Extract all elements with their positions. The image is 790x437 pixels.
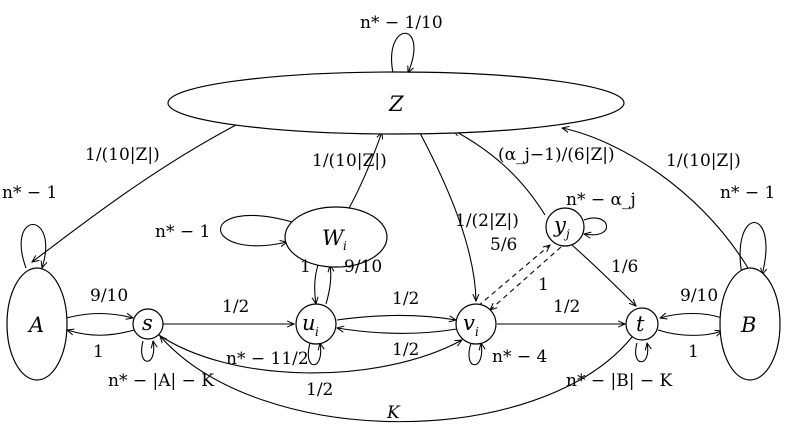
svg-text:y: y [553,213,567,237]
label-v-to-y: 5/6 [490,235,517,255]
svg-text:v: v [463,311,475,335]
label-u-self: n* − 11/2 [226,349,309,369]
edge-s-to-a [67,330,135,336]
edge-s-self [141,341,154,362]
label-k: K [386,403,401,423]
edge-v-to-u [337,328,458,334]
label-b-to-z: 1/(10|Z|) [666,151,741,171]
node-w[interactable]: W i [284,206,388,268]
svg-text:Z: Z [388,92,404,116]
label-w-self: n* − 1 [155,222,210,242]
node-s[interactable]: s [132,308,164,340]
label-z-to-v: 1/(2|Z|) [455,211,519,231]
edge-w-to-u [315,264,318,304]
edge-u-to-v [336,314,456,321]
edge-v-self [468,343,482,366]
label-w-to-u: 1 [300,257,311,277]
label-v-self: n* − 4 [492,347,547,367]
label-z-to-a: 1/(10|Z|) [85,145,160,165]
label-u-to-v: 1/2 [392,289,419,309]
edge-z-to-a [32,123,239,262]
node-u[interactable]: u i [295,303,337,345]
edge-y-to-t [571,244,636,306]
label-t-self: n* − |B| − K [566,371,673,391]
label-y-to-z: (α_j−1)/(6|Z|) [498,145,615,165]
label-w-to-z: 1/(10|Z|) [312,151,387,171]
label-z-self: n* − 1/10 [360,13,443,33]
edge-t-to-b [657,329,722,335]
edge-a-self [20,223,46,269]
label-t-to-s: 1/2 [306,380,333,400]
svg-text:i: i [343,239,347,253]
label-u-to-w: 9/10 [344,257,382,277]
edge-y-to-v [490,246,562,310]
label-b-self: n* − 1 [720,183,775,203]
label-b-to-t: 9/10 [680,286,718,306]
edge-b-to-z [562,128,749,269]
edge-t-to-s [160,336,633,423]
label-a-self: n* − 1 [2,183,57,203]
edge-u-self [307,343,320,366]
edge-v-to-y [477,245,550,307]
svg-text:i: i [475,325,479,339]
svg-text:W: W [322,226,346,250]
edge-y-self [584,217,608,235]
edge-a-to-s [65,314,133,319]
svg-text:B: B [740,313,756,337]
edge-w-to-z [347,132,382,211]
svg-text:j: j [563,227,570,241]
node-t[interactable]: t [625,307,659,341]
node-a[interactable]: A [6,267,68,381]
label-s-to-v: 1/2 [392,340,419,360]
edge-z-to-v [419,132,476,301]
svg-text:t: t [636,312,645,336]
edge-y-to-z [453,130,546,216]
node-b[interactable]: B [719,267,781,381]
label-y-to-v: 1 [538,275,549,295]
node-z[interactable]: Z [167,71,625,135]
edge-z-self [391,32,415,73]
edge-b-self [739,221,766,276]
label-s-self: n* − |A| − K [108,371,214,391]
edge-t-self [635,343,648,363]
node-v[interactable]: v i [455,303,497,345]
edge-b-to-t [660,314,723,319]
svg-text:i: i [315,325,319,339]
edge-u-to-w [325,265,331,305]
label-s-to-a: 1 [93,342,104,362]
label-y-to-t: 1/6 [611,257,638,277]
label-v-to-t: 1/2 [553,297,580,317]
svg-text:u: u [302,311,316,335]
label-s-to-u: 1/2 [222,297,249,317]
svg-text:A: A [27,313,44,337]
node-y[interactable]: y j [545,207,585,247]
label-t-to-b: 1 [688,342,699,362]
edge-w-self [220,214,293,245]
label-y-self: n* − α_j [566,190,636,210]
label-a-to-s: 9/10 [90,286,128,306]
svg-text:s: s [142,311,153,335]
edge-s-to-v [155,332,462,374]
